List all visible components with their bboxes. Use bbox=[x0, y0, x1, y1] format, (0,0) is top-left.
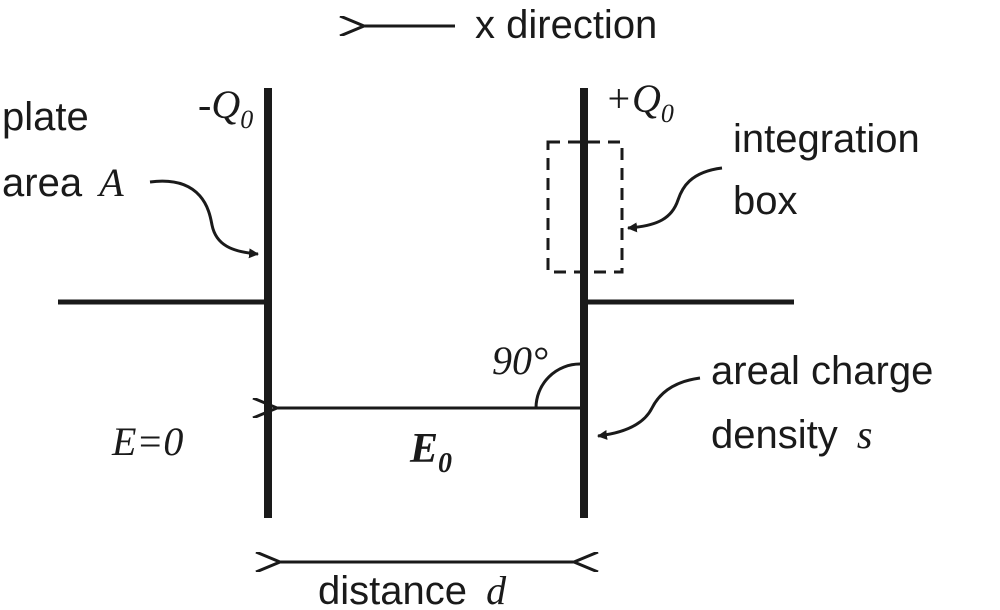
x-direction-label: x direction bbox=[475, 3, 657, 47]
field-arrow-group: 90° E0 E=0 bbox=[111, 338, 581, 479]
zero-field-label: E=0 bbox=[111, 419, 183, 464]
plate-area-line1: plate bbox=[2, 95, 89, 139]
integration-label-line2: box bbox=[733, 179, 798, 223]
right-angle-arc bbox=[534, 362, 581, 409]
minus-q0-label: -Q0 bbox=[198, 82, 253, 134]
charge-density-arrow bbox=[597, 376, 701, 440]
distance-indicator: distance d bbox=[278, 562, 576, 610]
charge-density-line2: density s bbox=[711, 412, 872, 457]
plate-area-line2: area A bbox=[2, 160, 124, 205]
plate-area-symbol: A bbox=[96, 160, 124, 205]
charge-density-annotation: areal charge density s bbox=[597, 349, 933, 457]
integration-box bbox=[546, 140, 624, 274]
plate-area-arrow bbox=[149, 179, 259, 259]
charge-density-line1: areal charge bbox=[711, 349, 933, 393]
integration-arrow bbox=[627, 166, 723, 233]
plate-area-annotation: plate area A bbox=[2, 95, 259, 259]
angle-label: 90° bbox=[492, 338, 548, 383]
x-direction-indicator: x direction bbox=[362, 3, 657, 47]
integration-box-annotation: integration box bbox=[546, 117, 920, 274]
plus-q0-label: +Q0 bbox=[605, 76, 674, 128]
field-label: E0 bbox=[409, 426, 452, 479]
integration-label-line1: integration bbox=[733, 117, 920, 161]
charge-density-symbol: s bbox=[857, 412, 873, 457]
distance-label: distance d bbox=[318, 568, 507, 610]
distance-symbol: d bbox=[486, 568, 507, 610]
